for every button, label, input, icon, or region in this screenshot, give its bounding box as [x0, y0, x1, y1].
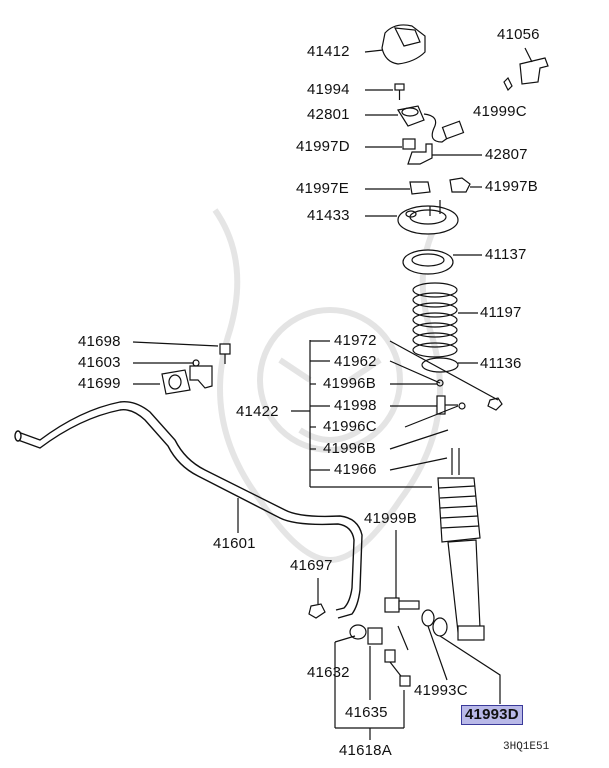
label-41197: 41197	[480, 304, 522, 321]
part-41999C-bolt	[503, 76, 513, 92]
part-41962-nut	[487, 397, 503, 411]
part-41603-bracket	[189, 359, 213, 389]
label-41433: 41433	[307, 207, 350, 224]
part-41697-nut	[308, 603, 326, 619]
label-41635: 41635	[345, 704, 388, 721]
part-41994-bolt	[394, 83, 405, 100]
label-41997D: 41997D	[296, 138, 350, 155]
label-41966: 41966	[334, 461, 377, 478]
part-41699-bushing	[161, 369, 191, 395]
label-41601: 41601	[213, 535, 256, 552]
part-41999B-bolt	[384, 597, 420, 613]
label-41056: 41056	[497, 26, 540, 43]
label-42801: 42801	[307, 106, 350, 123]
part-41993C-washer	[421, 609, 435, 627]
watermark-logo	[212, 208, 448, 564]
leader-41412	[364, 49, 384, 53]
label-41999C: 41999C	[473, 103, 527, 120]
label-41618A: 41618A	[339, 742, 392, 759]
label-42807: 42807	[485, 146, 528, 163]
part-41412-cap	[381, 24, 426, 65]
part-41998-bolt	[436, 395, 458, 415]
part-42807-bracket	[407, 143, 433, 165]
part-41618A-link	[384, 625, 411, 687]
label-41962: 41962	[334, 353, 377, 370]
part-shock-absorber	[437, 448, 485, 641]
label-41698: 41698	[78, 333, 121, 350]
group-41618A-bracket	[334, 635, 405, 740]
part-41056-bracket	[519, 47, 549, 85]
part-41136-seat	[421, 357, 459, 373]
label-41412: 41412	[307, 43, 350, 60]
part-41997B-nut	[449, 177, 471, 193]
label-41972: 41972	[334, 332, 377, 349]
part-42801-sensor	[397, 105, 465, 143]
label-41993C: 41993C	[414, 682, 468, 699]
part-41632-bushing	[349, 624, 367, 640]
label-41993D-highlighted[interactable]: 41993D	[461, 705, 523, 725]
part-41698-bolt	[219, 343, 231, 364]
label-41996C: 41996C	[323, 418, 377, 435]
label-41997B: 41997B	[485, 178, 538, 195]
label-41603: 41603	[78, 354, 121, 371]
label-41999B: 41999B	[364, 510, 417, 527]
label-41994: 41994	[307, 81, 350, 98]
part-41997D-nut	[402, 138, 416, 150]
part-41996B-washer	[436, 379, 444, 387]
group-41422-bracket	[291, 340, 499, 488]
label-41697: 41697	[290, 557, 333, 574]
label-41699: 41699	[78, 375, 121, 392]
label-41998: 41998	[334, 397, 377, 414]
part-41433-mount	[397, 200, 459, 235]
part-41996C-washer	[458, 402, 466, 410]
part-41601-stabilizer-bar	[14, 401, 363, 619]
part-41997E-nut	[409, 181, 431, 195]
label-41632: 41632	[307, 664, 350, 681]
label-41996B-lower: 41996B	[323, 440, 376, 457]
diagram-code: 3HQ1E51	[503, 741, 550, 753]
label-41137: 41137	[485, 246, 527, 263]
part-41197-spring	[412, 282, 458, 358]
label-41136: 41136	[480, 355, 522, 372]
label-41996B-upper: 41996B	[323, 375, 376, 392]
label-41422: 41422	[236, 403, 279, 420]
part-41635-bushing	[367, 627, 383, 645]
part-41137-seat	[402, 249, 454, 275]
part-41993D-washer	[432, 617, 448, 637]
label-41997E: 41997E	[296, 180, 349, 197]
